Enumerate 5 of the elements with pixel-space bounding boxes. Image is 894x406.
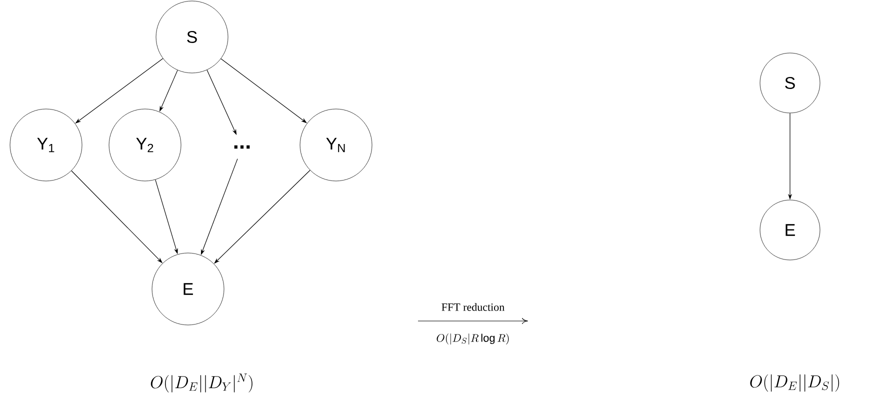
complexity-formula: $O(|D_E||D_S|)$ — [750, 374, 840, 392]
complexity-formula: $O(|D_S|R\log R)$ — [436, 334, 509, 344]
complexity-formula: $O(|D_E||D_Y|^N)$ — [150, 374, 252, 392]
ellipsis-text: ... — [234, 145, 250, 149]
reduction-label: FFT reduction — [442, 303, 504, 311]
